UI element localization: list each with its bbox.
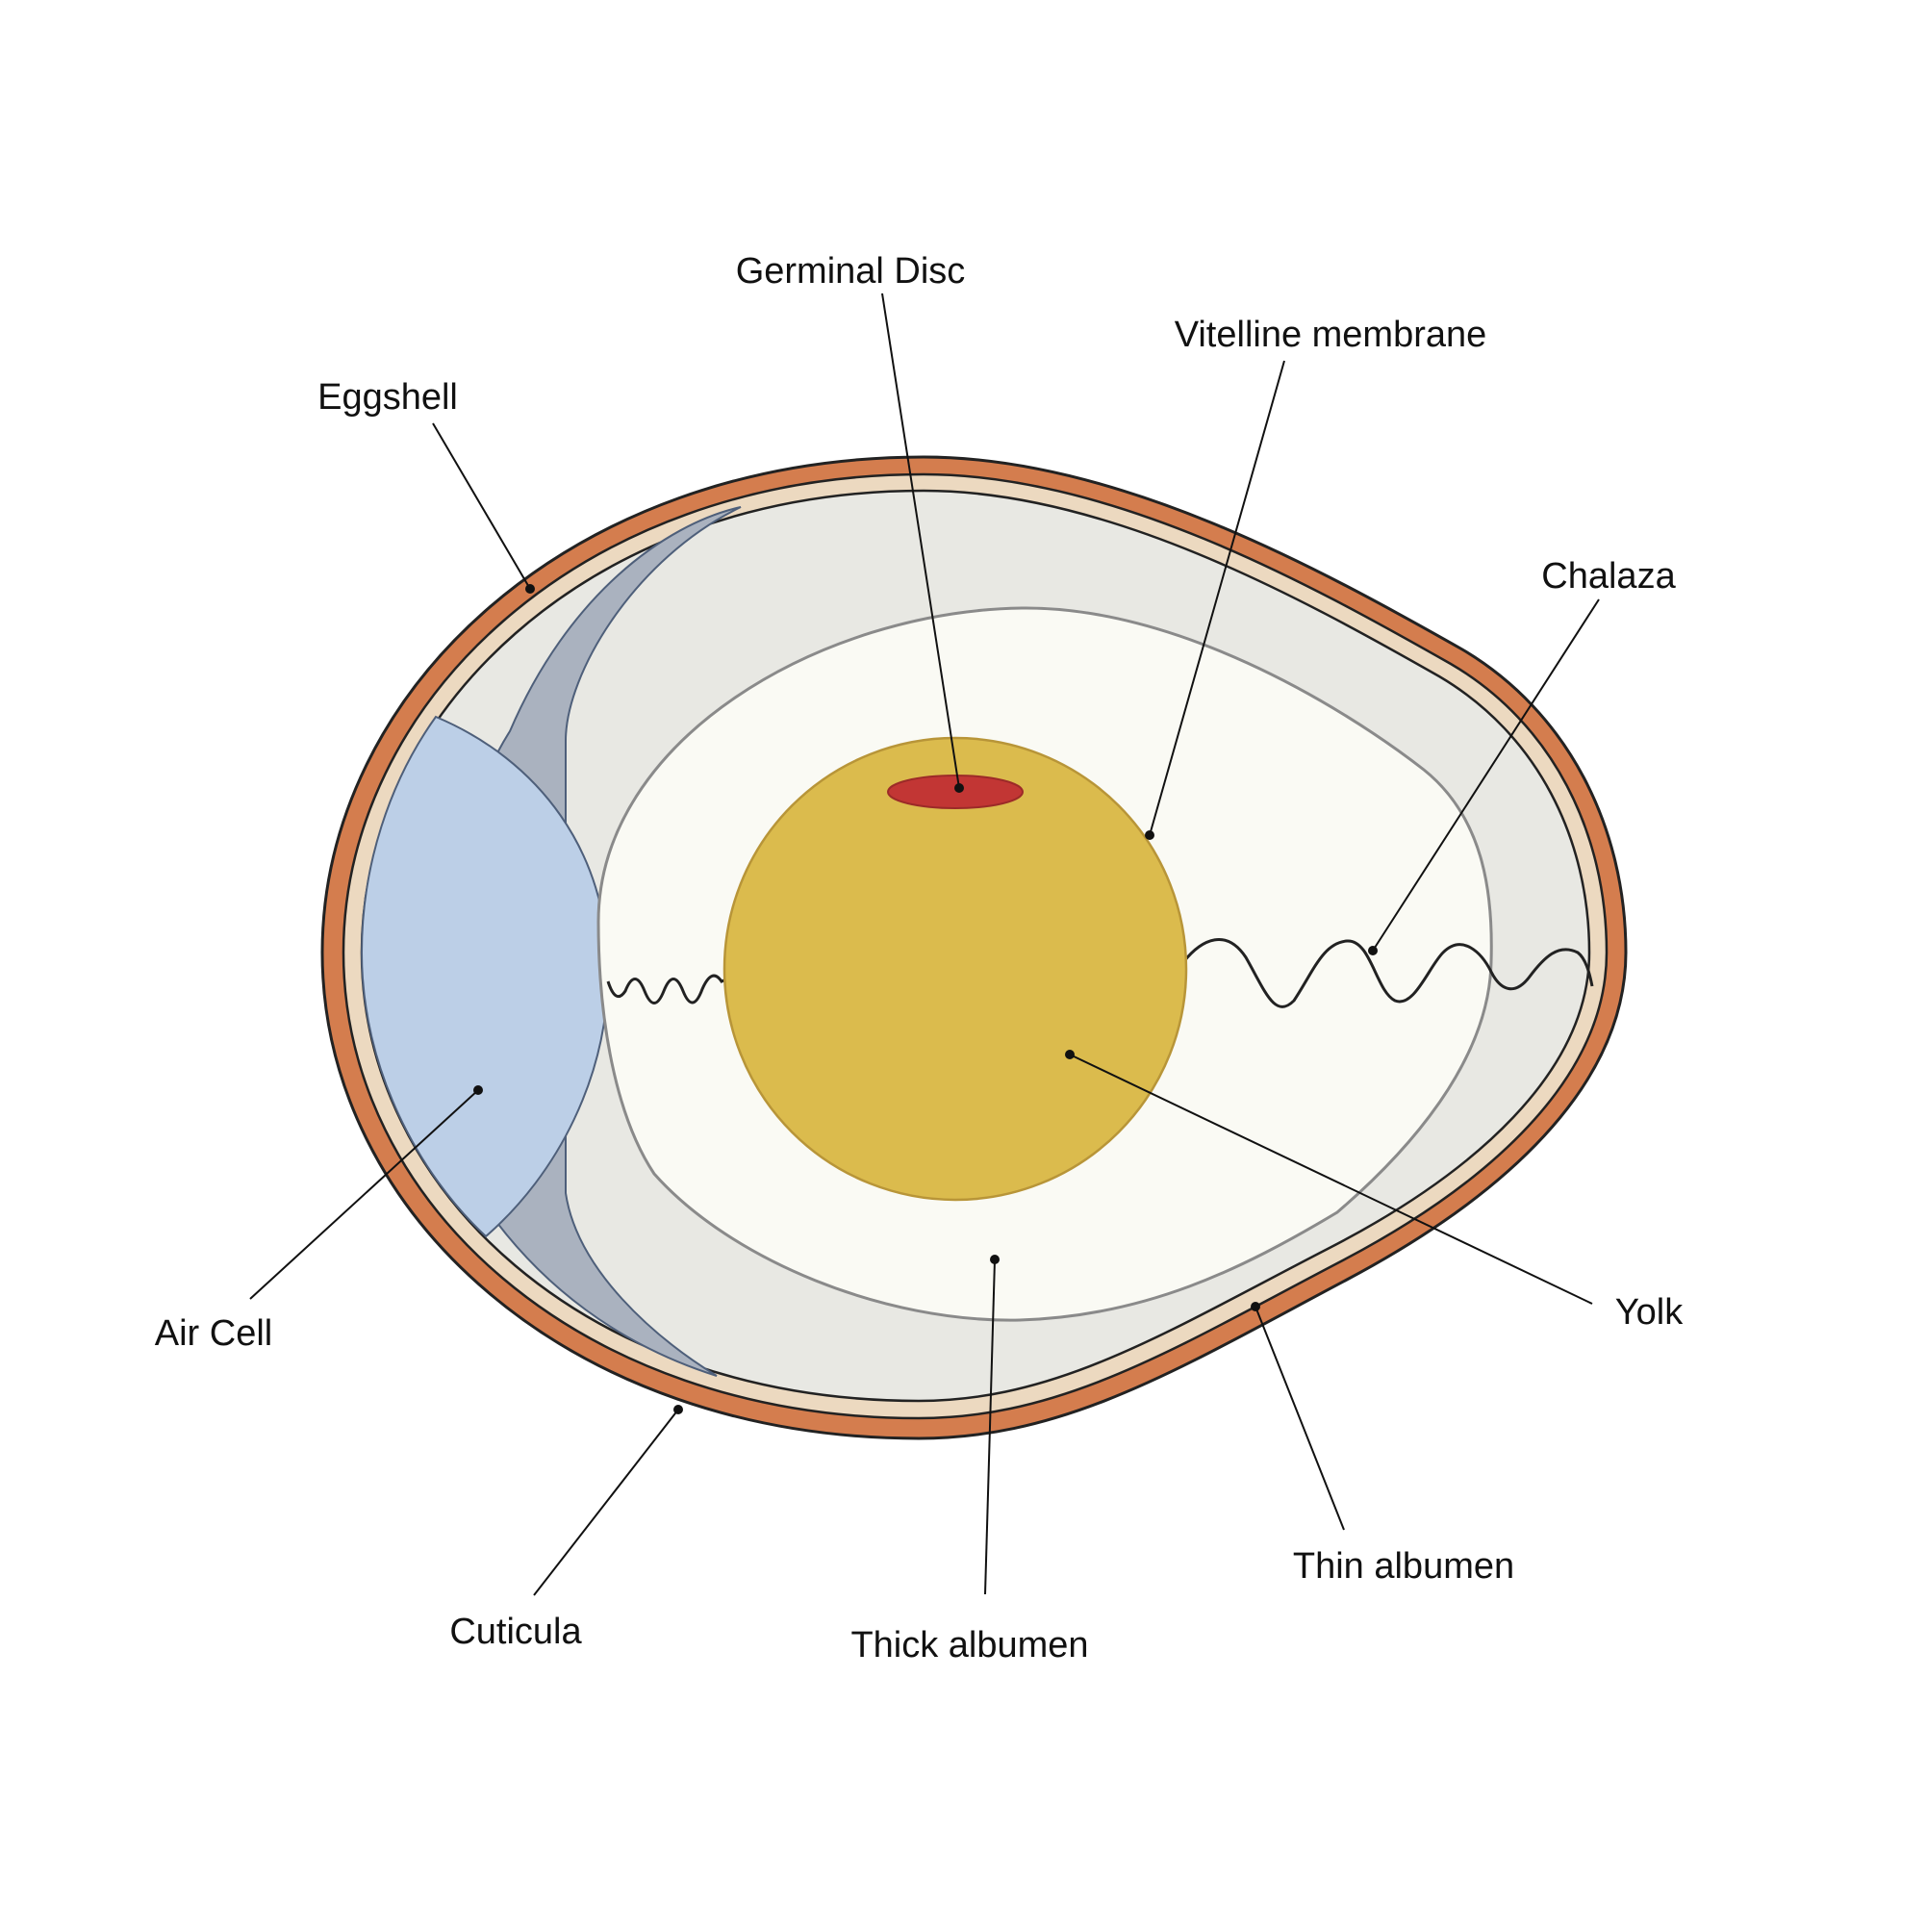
air-cell-shape xyxy=(360,715,610,1238)
dot-cuticula xyxy=(673,1405,683,1414)
leader-eggshell xyxy=(432,422,531,590)
label-eggshell: Eggshell xyxy=(317,377,458,418)
leader-cuticula xyxy=(533,1409,679,1596)
dot-air-cell xyxy=(473,1085,483,1095)
leader-yolk xyxy=(1069,1054,1593,1305)
dot-germinal-disc xyxy=(954,783,964,793)
dot-chalaza xyxy=(1368,946,1378,955)
leader-chalaza xyxy=(1372,598,1600,952)
label-yolk: Yolk xyxy=(1615,1292,1684,1333)
label-vitelline-membrane: Vitelline membrane xyxy=(1175,315,1487,355)
dot-yolk xyxy=(1065,1050,1075,1059)
leader-lines xyxy=(249,292,1600,1596)
dot-vitelline-membrane xyxy=(1145,830,1154,840)
leader-thin-albumen xyxy=(1254,1306,1345,1531)
leader-air-cell xyxy=(249,1089,479,1300)
labels: Germinal Disc Vitelline membrane Eggshel… xyxy=(155,251,1684,1665)
label-thick-albumen: Thick albumen xyxy=(850,1625,1088,1665)
leader-germinal-disc xyxy=(881,292,960,789)
yolk-shape xyxy=(722,736,1188,1202)
dot-thin-albumen xyxy=(1251,1302,1260,1311)
label-cuticula: Cuticula xyxy=(449,1612,582,1652)
label-air-cell: Air Cell xyxy=(155,1313,272,1354)
right-chalaza xyxy=(1181,938,1594,1008)
leader-vitelline-membrane xyxy=(1149,360,1285,836)
label-germinal-disc: Germinal Disc xyxy=(736,251,966,292)
dot-thick-albumen xyxy=(990,1255,1000,1264)
label-thin-albumen: Thin albumen xyxy=(1293,1546,1514,1587)
label-chalaza: Chalaza xyxy=(1541,556,1676,597)
dot-eggshell xyxy=(525,584,535,594)
left-chalaza xyxy=(606,974,727,1004)
leader-thick-albumen xyxy=(984,1258,996,1595)
leader-dots xyxy=(473,584,1378,1414)
germinal-disc-shape xyxy=(887,775,1024,809)
